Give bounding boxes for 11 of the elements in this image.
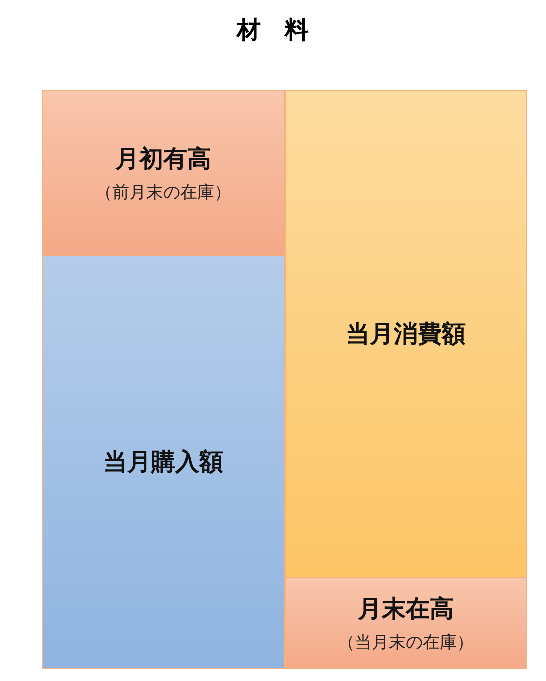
node-heading: 月初有高: [116, 144, 212, 174]
stock-box: [42, 90, 285, 256]
purchase-box: [42, 255, 285, 669]
stock-box: [285, 577, 527, 669]
node-note: （前月末の在庫）: [96, 182, 232, 204]
diagram-title: 材 料: [235, 15, 310, 46]
node-heading: 当月購入額: [104, 447, 224, 478]
node-note: （当月末の在庫）: [338, 632, 474, 654]
node-heading: 月末在高: [358, 594, 454, 624]
consumption-box: [285, 90, 527, 578]
node-heading: 当月消費額: [346, 319, 466, 350]
